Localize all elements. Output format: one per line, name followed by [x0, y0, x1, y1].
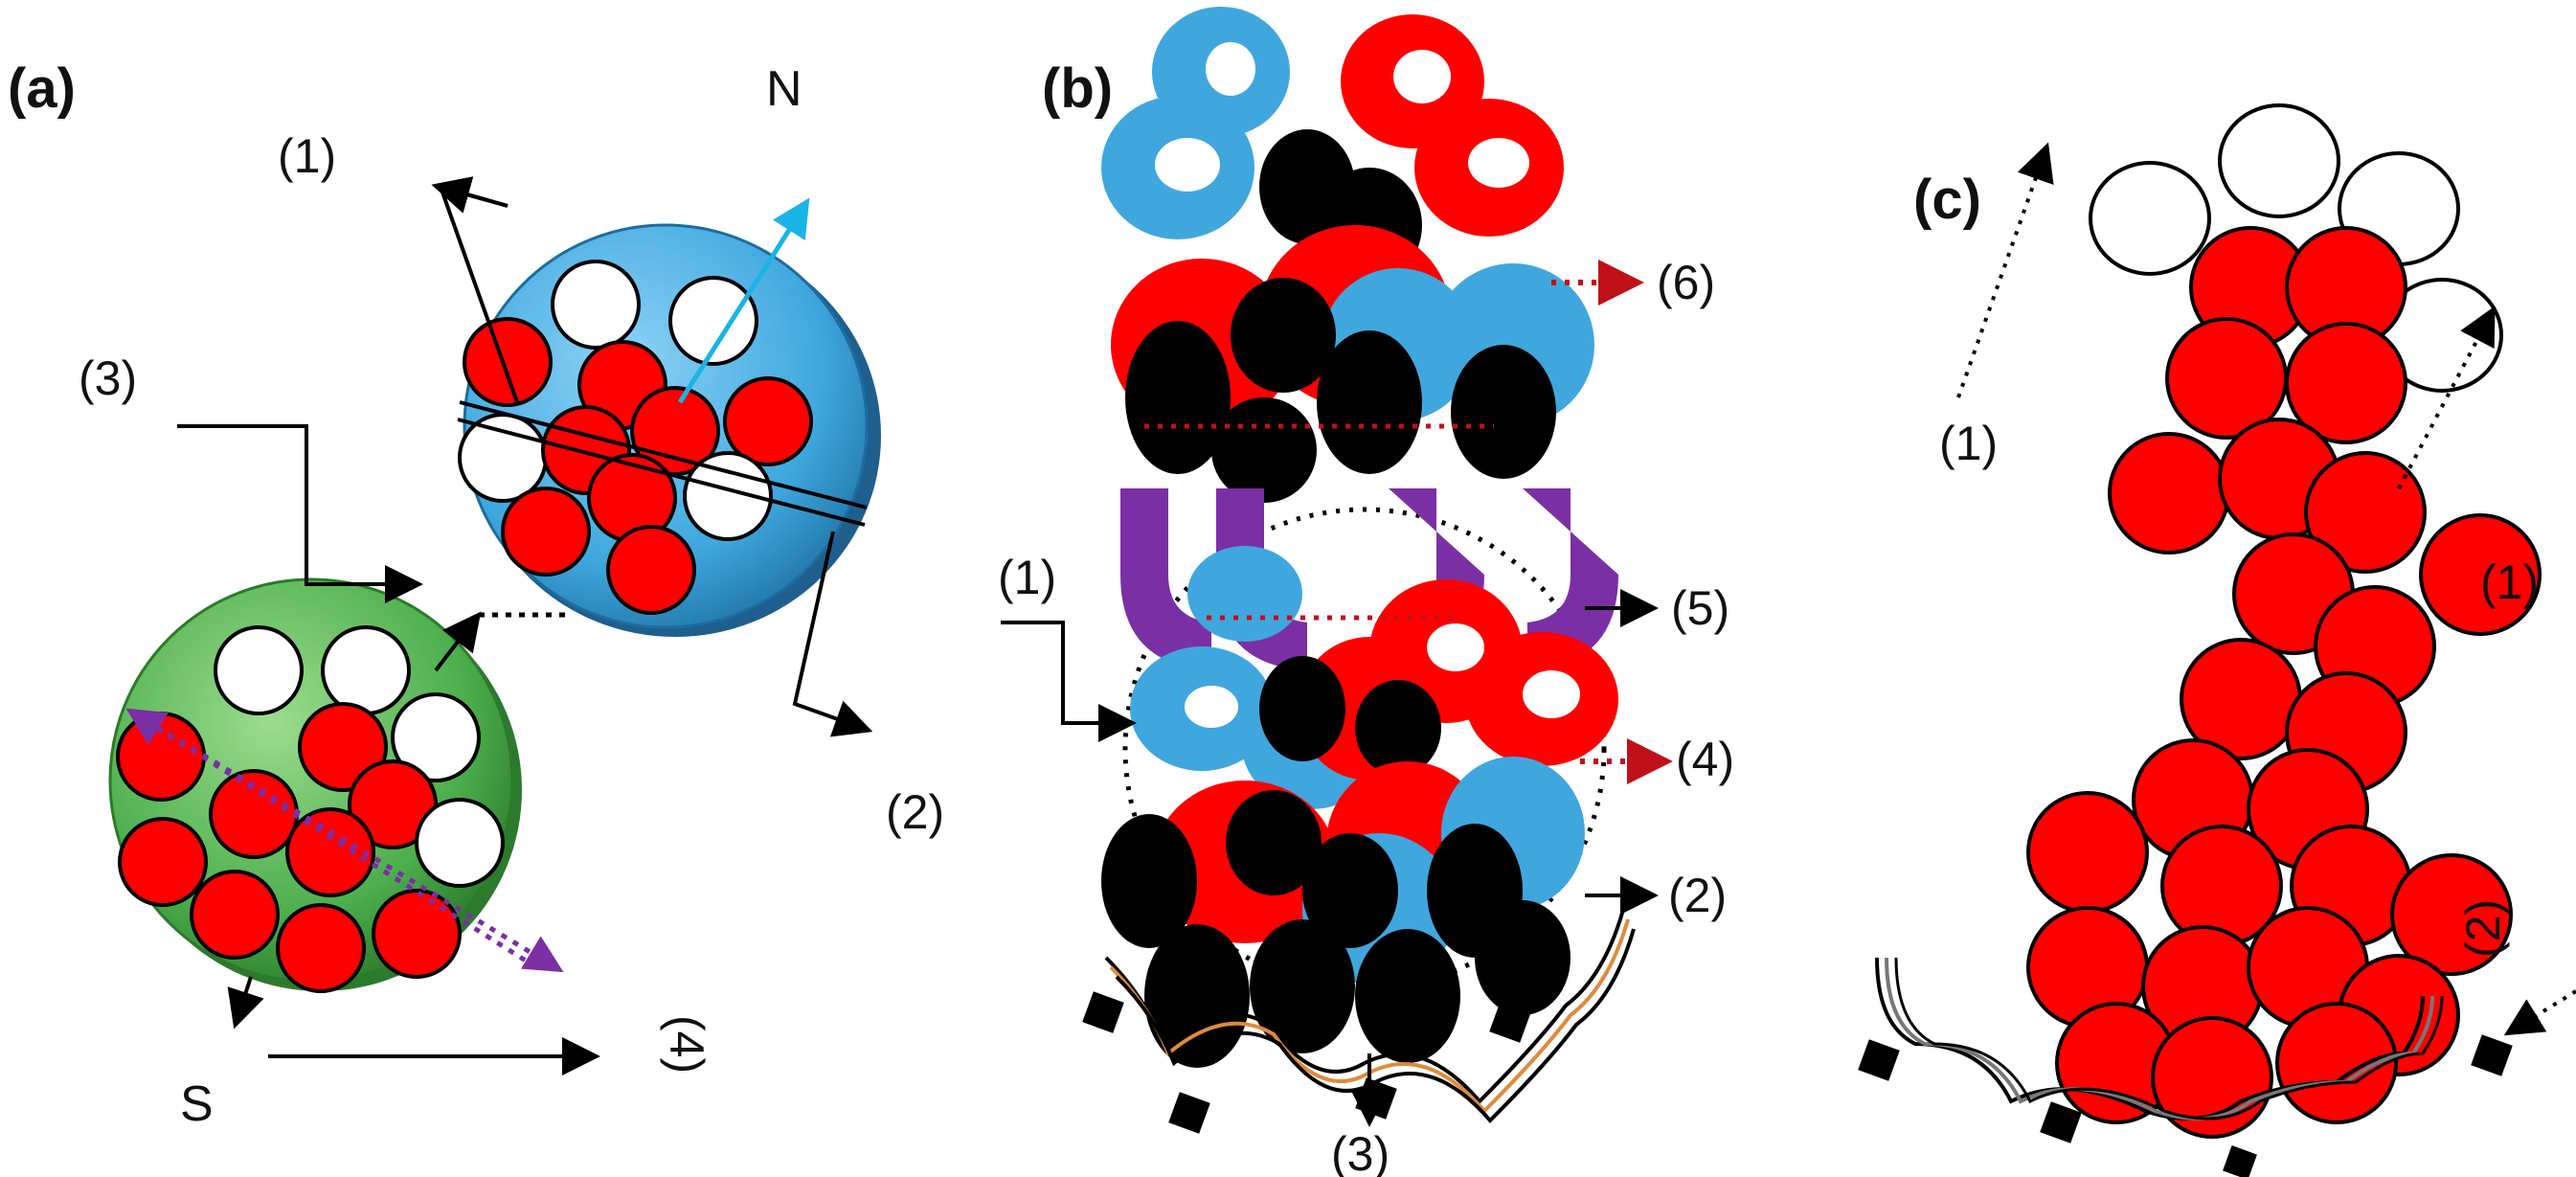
- south-label: S: [180, 1076, 214, 1132]
- marker-b-6: (6): [1657, 256, 1715, 309]
- north-label: N: [766, 61, 802, 117]
- panel-b-label: (b): [1042, 57, 1113, 120]
- arrow-link-up: [434, 611, 482, 672]
- marker-b-5: (5): [1671, 581, 1729, 635]
- marker-a-2: (2): [886, 785, 944, 839]
- arrow-c-2: [2503, 989, 2576, 1036]
- marker-b-1: (1): [998, 551, 1056, 604]
- arrow-1: [431, 176, 508, 214]
- anchor-square: [1082, 991, 1124, 1033]
- arrow-3: [177, 424, 423, 603]
- marker-b-3: (3): [1331, 1127, 1390, 1177]
- north-arrow: [677, 197, 810, 404]
- marker-c-1-left: (1): [1939, 417, 1998, 470]
- panel-a-label: (a): [8, 57, 76, 120]
- anchor-square: [1858, 1039, 1900, 1081]
- marker-a-1: (1): [278, 129, 336, 183]
- panel-c: (c): [1858, 103, 2576, 1177]
- arrow-b-1: [1001, 621, 1137, 742]
- upper-helix: [1111, 225, 1594, 503]
- membrane-line-c: [1894, 957, 2444, 1120]
- blue-disc: [457, 223, 881, 637]
- arrow-c-1-right: [2397, 306, 2496, 489]
- open-subunit: [2218, 103, 2340, 218]
- arrow-south: [227, 976, 264, 1030]
- panel-b: (b): [998, 7, 1734, 1177]
- red-filament: [2026, 226, 2542, 1139]
- arrow-c-1-left: [1956, 142, 2054, 398]
- anchor-square: [2040, 1101, 2082, 1143]
- marker-c-2: (2): [2456, 899, 2510, 958]
- open-subunit: [2089, 161, 2211, 276]
- anchor-square: [2471, 1034, 2513, 1076]
- arrow-2: [792, 531, 873, 737]
- lower-helix: [1101, 546, 1618, 1068]
- panel-a: (a): [8, 57, 944, 1132]
- marker-a-3: (3): [79, 351, 137, 405]
- marker-c-1-right: (1): [2480, 555, 2539, 609]
- panel-c-label: (c): [1913, 169, 1981, 231]
- marker-b-4: (4): [1676, 733, 1734, 786]
- anchor-square: [1489, 1001, 1531, 1043]
- marker-a-4: (4): [660, 1015, 713, 1074]
- anchor-square: [1355, 1077, 1397, 1120]
- anchor-square: [1168, 1092, 1210, 1134]
- anchor-square: [2223, 1145, 2257, 1177]
- marker-b-2: (2): [1668, 869, 1727, 922]
- top-rings: [1101, 7, 1564, 283]
